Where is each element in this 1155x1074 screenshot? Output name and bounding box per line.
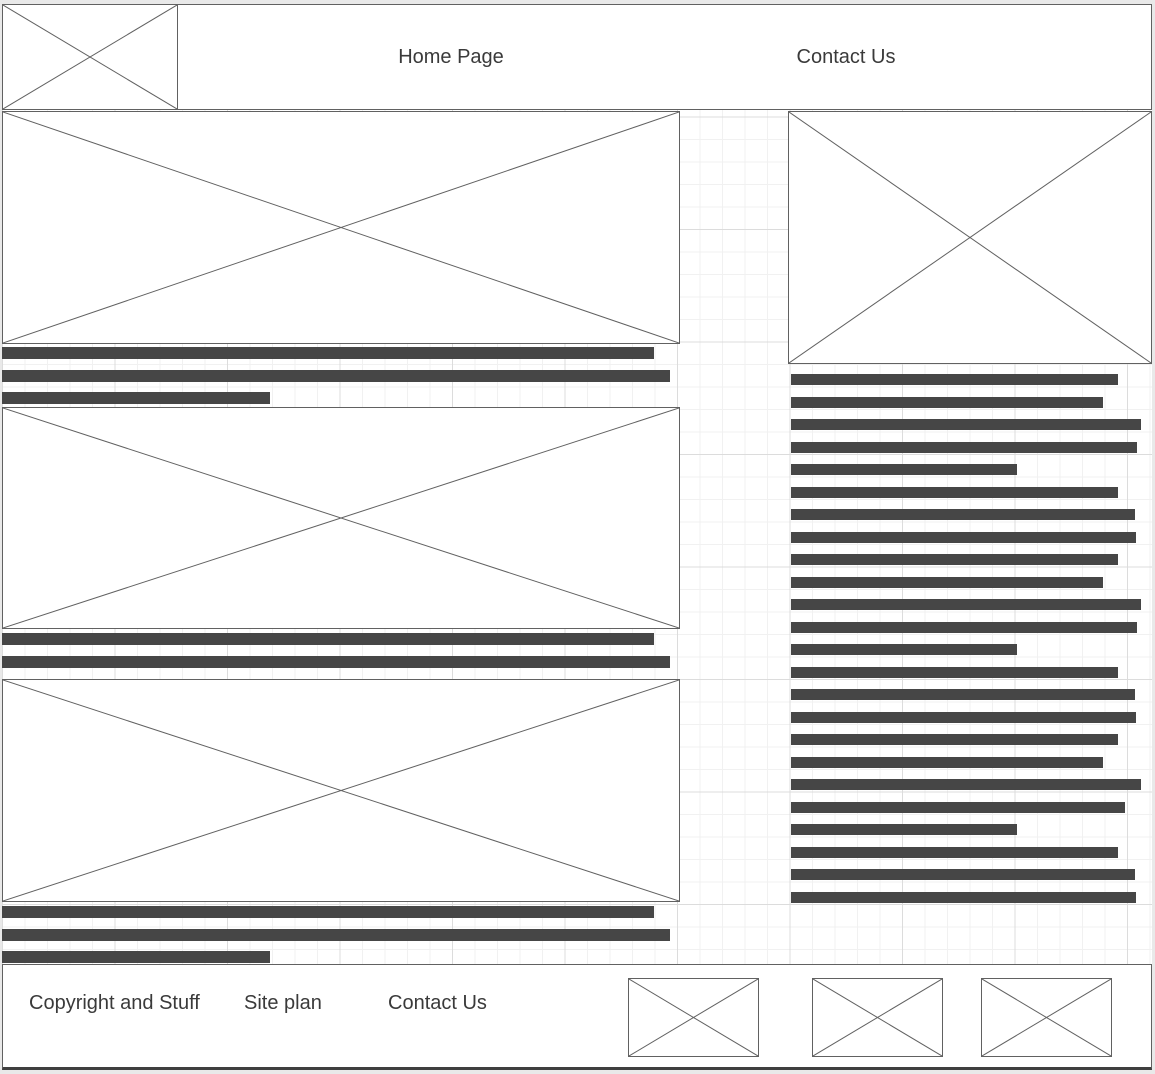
placeholder-text-line xyxy=(791,419,1141,430)
placeholder-text-line xyxy=(791,486,1118,498)
placeholder-text-line xyxy=(791,779,1141,790)
image-placeholder-x-icon xyxy=(3,5,177,109)
sidebar-image-placeholder xyxy=(788,111,1152,364)
placeholder-text-line xyxy=(791,509,1135,520)
image-placeholder-x-icon xyxy=(3,680,679,901)
placeholder-text-line xyxy=(791,554,1118,565)
image-placeholder-x-icon xyxy=(789,112,1151,363)
placeholder-text-line xyxy=(791,644,1017,655)
footer-link-contact-us[interactable]: Contact Us xyxy=(388,992,487,1014)
logo-image-placeholder xyxy=(2,4,178,110)
placeholder-text-line xyxy=(791,711,1136,723)
placeholder-text-line xyxy=(2,633,654,645)
placeholder-text-line xyxy=(791,824,1017,835)
placeholder-text-line xyxy=(2,347,654,359)
placeholder-text-line xyxy=(791,734,1118,745)
placeholder-text-line xyxy=(2,928,670,941)
placeholder-text-line xyxy=(791,576,1103,588)
article-2-image-placeholder xyxy=(2,407,680,629)
nav-link-home-page[interactable]: Home Page xyxy=(398,45,504,68)
footer-thumbnail-2-image-placeholder xyxy=(812,978,943,1057)
header-bar xyxy=(2,4,1152,110)
image-placeholder-x-icon xyxy=(629,979,758,1056)
placeholder-text-line xyxy=(791,891,1136,903)
placeholder-text-line xyxy=(791,801,1125,813)
placeholder-text-line xyxy=(791,599,1141,610)
footer-link-site-plan[interactable]: Site plan xyxy=(244,992,322,1014)
placeholder-text-line xyxy=(791,846,1118,858)
article-3-image-placeholder xyxy=(2,679,680,902)
placeholder-text-line xyxy=(2,655,670,668)
footer-thumbnail-1-image-placeholder xyxy=(628,978,759,1057)
footer-thumbnail-3-image-placeholder xyxy=(981,978,1112,1057)
placeholder-text-line xyxy=(791,869,1135,880)
image-placeholder-x-icon xyxy=(3,408,679,628)
placeholder-text-line xyxy=(791,666,1118,678)
image-placeholder-x-icon xyxy=(982,979,1111,1056)
placeholder-text-line xyxy=(791,374,1118,385)
placeholder-text-line xyxy=(791,464,1017,475)
placeholder-text-line xyxy=(2,951,270,963)
placeholder-text-line xyxy=(791,441,1137,453)
nav-link-contact-us[interactable]: Contact Us xyxy=(796,45,896,68)
placeholder-text-line xyxy=(791,689,1135,700)
article-1-image-placeholder xyxy=(2,111,680,344)
footer-link-copyright[interactable]: Copyright and Stuff xyxy=(29,992,200,1014)
placeholder-text-line xyxy=(791,756,1103,768)
image-placeholder-x-icon xyxy=(813,979,942,1056)
footer-bar xyxy=(2,964,1152,1070)
placeholder-text-line xyxy=(2,906,654,918)
image-placeholder-x-icon xyxy=(3,112,679,343)
placeholder-text-line xyxy=(2,392,270,404)
placeholder-text-line xyxy=(2,369,670,382)
placeholder-text-line xyxy=(791,531,1136,543)
placeholder-text-line xyxy=(791,396,1103,408)
placeholder-text-line xyxy=(791,621,1137,633)
